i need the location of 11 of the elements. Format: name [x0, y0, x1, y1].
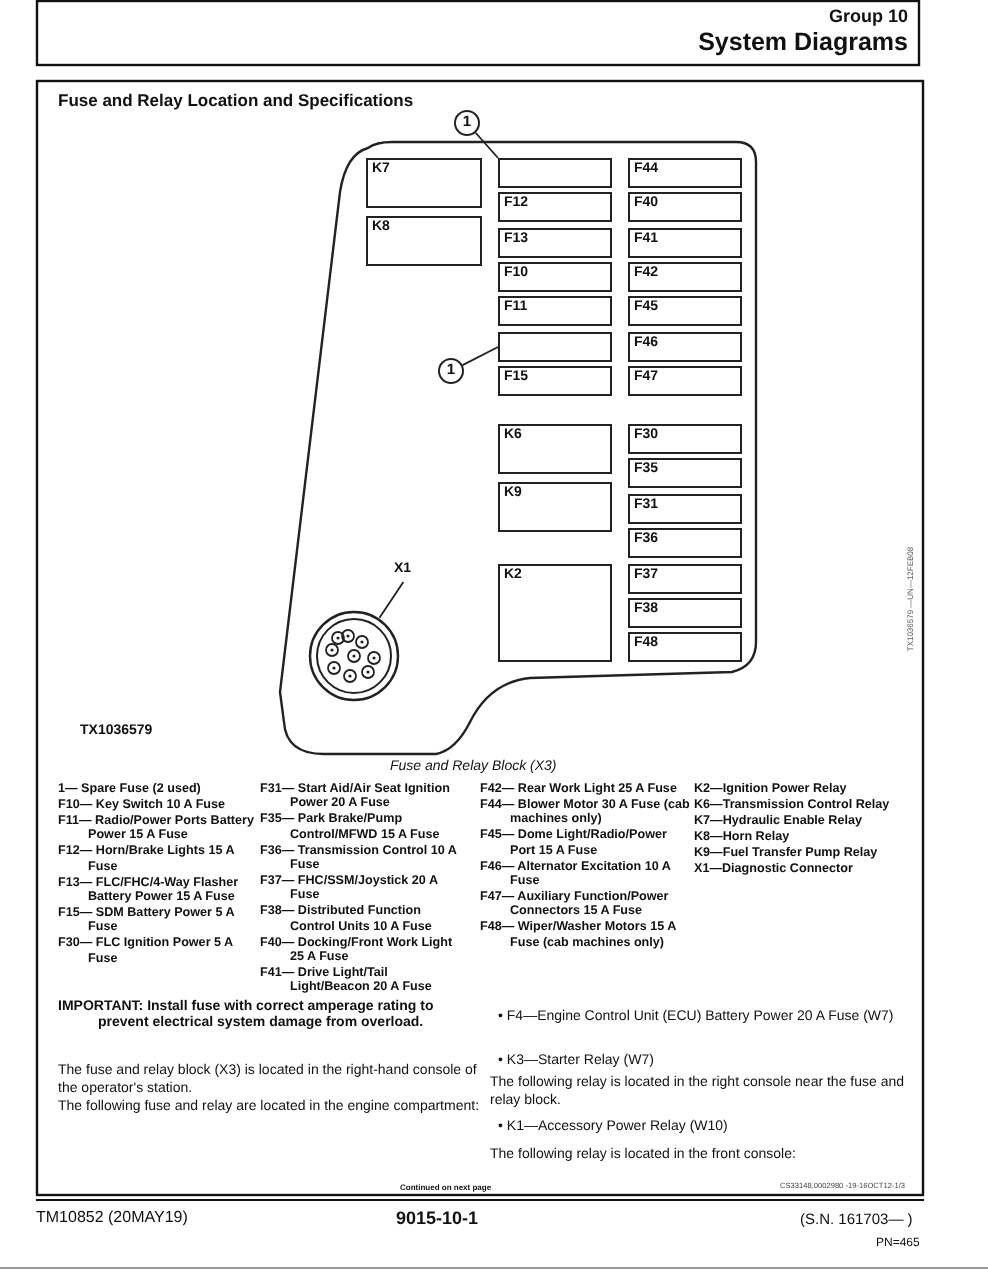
connector-drawing: [308, 610, 400, 702]
page-number: 9015-10-1: [396, 1208, 479, 1228]
manual-number: TM10852 (20MAY19): [36, 1208, 188, 1226]
group-number: Group 10: [826, 6, 908, 26]
fuse-slot: [498, 158, 612, 188]
leader-line: [461, 346, 499, 366]
fuse-slot: [498, 332, 612, 362]
leader-line: [474, 131, 499, 159]
leader-line: [378, 581, 405, 619]
section-heading: Fuse and Relay Location and Specifications: [58, 90, 414, 110]
page-title: System Diagrams: [696, 28, 908, 56]
